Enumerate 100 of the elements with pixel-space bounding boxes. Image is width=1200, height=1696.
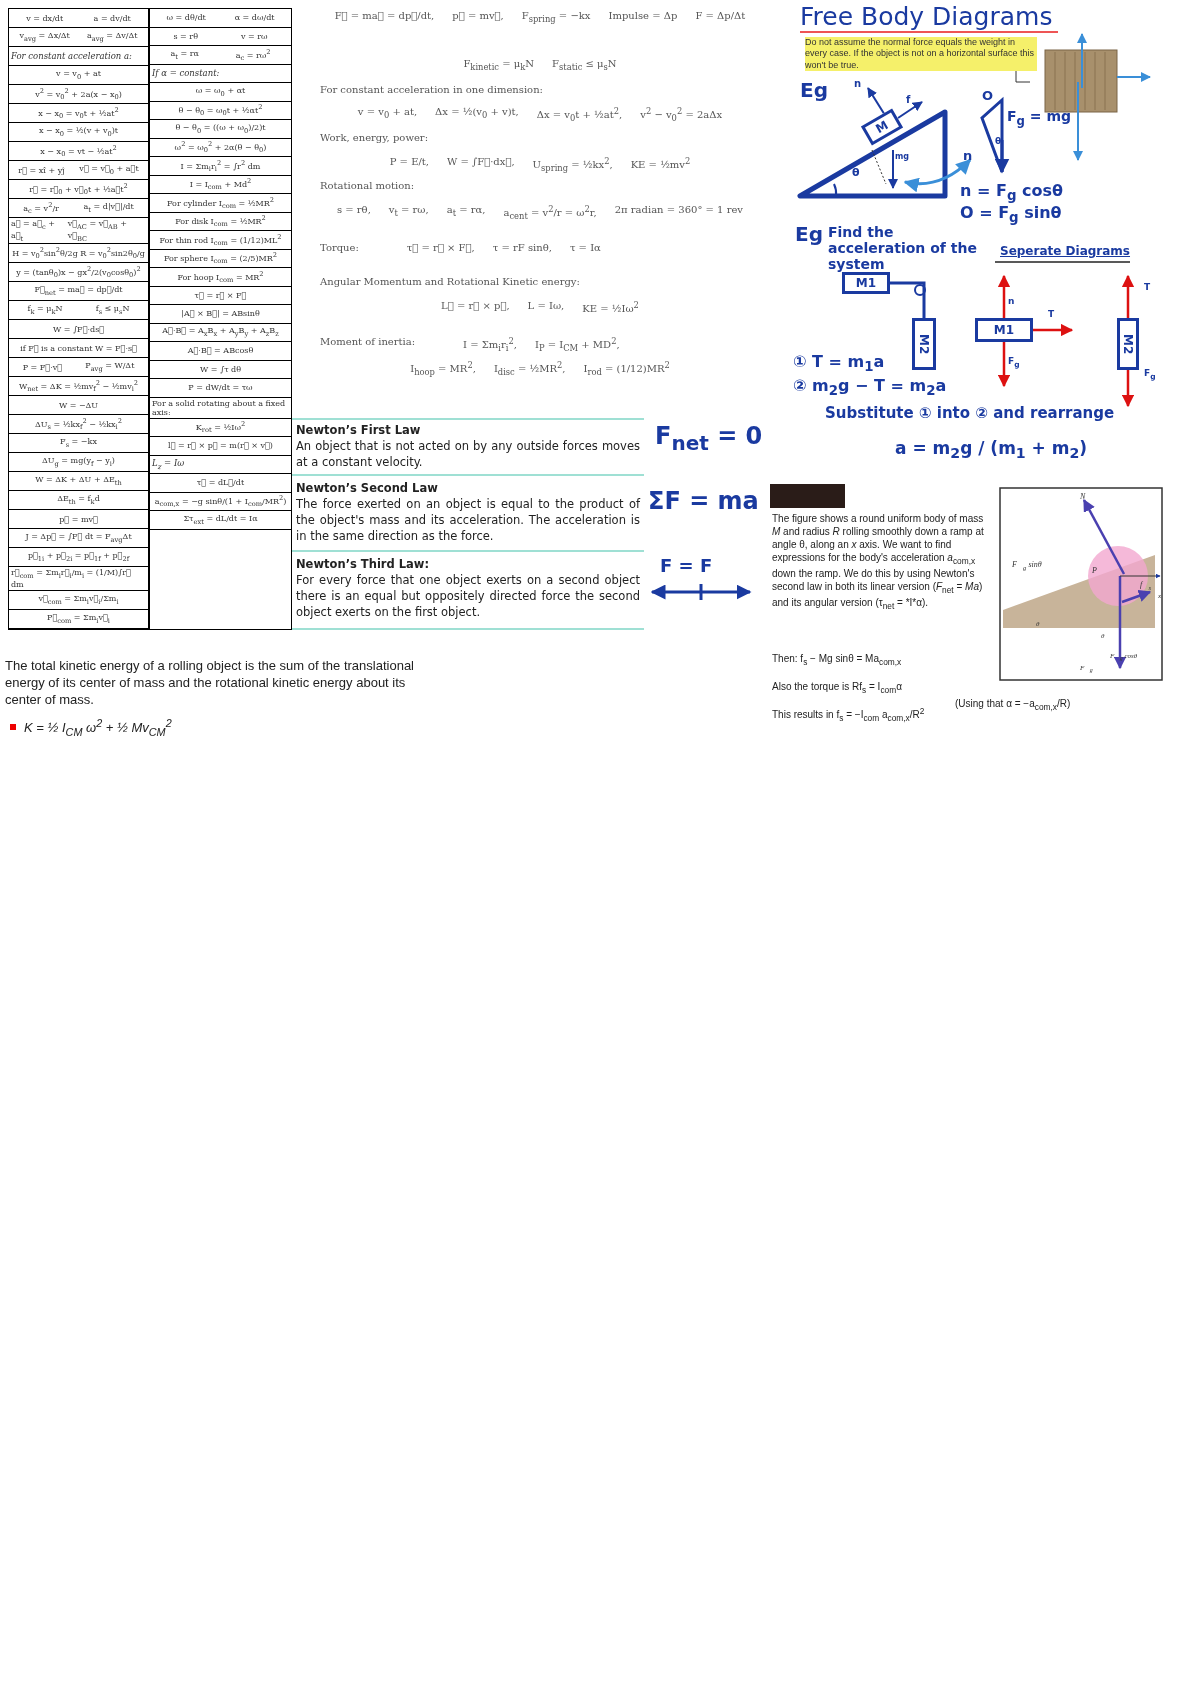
formula: Δx = v$_{0}$t + ½at$^{2}$, <box>536 106 623 124</box>
equation: ① T = m$_{1}$a <box>793 352 885 375</box>
formula: W = −ΔU <box>58 400 99 410</box>
example-label: Eg <box>795 222 823 246</box>
example-text: Find the acceleration of the system <box>828 224 978 272</box>
formula: f$_{s}$ ≤ μ$_{s}$N <box>95 304 130 316</box>
law-heading: Newton’s Second Law <box>296 480 439 497</box>
formula: a$_{c}$ = v$^{2}$/r <box>23 200 59 216</box>
formula: τ⃗ = dL⃗/dt <box>196 478 245 488</box>
formula: v$_{t}$ = rω, <box>388 204 429 220</box>
force-label: O <box>982 88 994 103</box>
formula: J = Δp⃗ = ∫F⃗ dt = F$_{avg}$Δt <box>25 532 132 544</box>
law-panel <box>292 418 644 476</box>
force-label: n <box>963 148 973 163</box>
formula: a$_{cent}$ = v$^{2}$/r = ω$^{2}$r, <box>503 204 597 222</box>
equation: ΣF = ma <box>648 487 759 515</box>
instruction-text: Substitute ① into ② and rearrange <box>825 404 1115 422</box>
section-heading: Work, energy, power: <box>320 132 428 143</box>
formula: v = rω <box>240 31 268 41</box>
paragraph: The figure shows a round uniform body of mass M and radius R rolling smoothly down a ramp at angle θ, along an x axis. We want to find expressions for the body's acceleration a$_{com,x}$ down the ramp. We do this by using Newton's second law in both its linear version (F$_{net}$ = Ma) and its angular version (τ$_{net}$ = *I*α). <box>772 512 985 612</box>
formula: τ = Iα <box>569 242 601 253</box>
section-heading: For constant acceleration in one dimension: <box>320 84 543 95</box>
section-heading: L$_{z}$ = Iω <box>152 457 185 471</box>
formula: F = Δp/Δt <box>695 10 746 23</box>
formula: F$_{static}$ ≤ μ$_{s}$N <box>552 58 617 72</box>
formula: F⃗ = ma⃗ = dp⃗/dt, <box>334 10 435 23</box>
formula: F$_{spring}$ = −kx <box>521 10 591 24</box>
formula: Impulse = Δp <box>608 10 678 23</box>
formula: a$_{t}$ = rα, <box>446 204 486 220</box>
formula: ΔU$_{g}$ = mg(y$_{f}$ − y$_{i}$) <box>42 456 115 468</box>
formula: a$_{t}$ = rα <box>170 48 199 61</box>
section-heading: For constant acceleration a: <box>11 51 132 61</box>
formula: KE = ½Iω$^{2}$ <box>582 300 639 315</box>
formula: I = Σm$_{i}$r$_{i}$$^{2}$ = ∫r$^{2}$ dm <box>180 158 261 173</box>
formula: A⃗·B⃗ = ABcosθ <box>187 346 254 356</box>
section-heading: Angular Momentum and Rotational Kinetic energy: <box>320 276 580 287</box>
formula: s = rθ <box>173 31 198 41</box>
page-title: Free Body Diagrams <box>800 2 1059 33</box>
force-label: T <box>1048 309 1055 319</box>
formula: a$_{c}$ = rω$^{2}$ <box>235 47 271 62</box>
formula: θ − θ$_{0}$ = ((ω + ω$_{0}$)/2)t <box>175 122 266 135</box>
formula: v$^{2}$ = v$_{0}$$^{2}$ + 2a(x − x$_{0}$) <box>35 86 122 102</box>
law-text: The force exerted on an object is equal to the product of the object's mass and its acceleration. The acceleration is in the same direction as the force. <box>296 496 640 545</box>
force-label: n <box>1008 296 1015 306</box>
formula: For a solid rotating about a fixed axis: <box>152 398 287 417</box>
force-label: f <box>906 94 911 105</box>
angle-label: θ <box>852 166 860 179</box>
formula: v = dx/dt <box>26 13 64 23</box>
formula: τ⃗ = r⃗ × F⃗, <box>406 242 475 253</box>
note-text: Do not assume the normal force equals the weight in every case. If the object is not on a horizontal surface this won't be true. <box>805 37 1037 71</box>
equation: n = F$_{g}$ cosθ <box>960 181 1063 204</box>
formula: l⃗ = r⃗ × p⃗ = m(r⃗ × v⃗) <box>168 441 273 451</box>
formula: W = ∫F⃗·ds⃗ <box>52 324 105 334</box>
formula: v = v$_{0}$ + at, <box>357 106 418 122</box>
section-heading: If α = constant: <box>152 68 220 79</box>
formula: ΔE$_{th}$ = f$_{k}$d <box>57 494 100 506</box>
formula: I$_{rod}$ = (1/12)MR$^{2}$ <box>583 360 670 378</box>
formula: v$^{2}$ − v$_{0}$$^{2}$ = 2aΔx <box>640 106 723 124</box>
formula: 2π radian = 360° = 1 rev <box>614 204 743 217</box>
equation: O = F$_{g}$ sinθ <box>960 203 1062 226</box>
formula: I$_{disc}$ = ½MR$^{2}$, <box>493 360 566 378</box>
formula: KE = ½mv$^{2}$ <box>630 156 691 173</box>
formula: x − x$_{0}$ = ½(v + v$_{0}$)t <box>38 126 119 138</box>
formula: R = v$_{0}$$^{2}$sin2θ$_{0}$/g <box>80 246 145 261</box>
formula: p⃗ = mv⃗ <box>59 514 98 524</box>
example-label: Eg <box>800 78 828 102</box>
formula: a$_{avg}$ = Δv/Δt <box>86 31 138 43</box>
formula: A⃗·B⃗ = A$_{x}$B$_{x}$ + A$_{y}$B$_{y}$ + A$_{z}$B$_{z}$ <box>162 326 279 339</box>
equation: Then: f$_{s}$ − Mg sinθ = Ma$_{com,x}$ <box>772 652 903 668</box>
formula: ω = ω$_{0}$ + αt <box>195 85 246 98</box>
force-label: mg <box>895 152 910 161</box>
formula: y = (tanθ$_{0}$)x − gx$^{2}$/2(v$_{0}$cosθ$_{0}$)$^{2}$ <box>16 265 141 280</box>
formula: For thin rod I$_{com}$ = (1/12)ML$^{2}$ <box>159 232 282 247</box>
mass-block: M2 <box>1117 318 1139 370</box>
formula: v⃗$_{AC}$ = v⃗$_{AB}$ + v⃗$_{BC}$ <box>67 219 128 243</box>
section-heading: Torque: <box>320 242 359 253</box>
formula: v⃗$_{com}$ = Σm$_{i}$v⃗$_{i}$/Σm$_{i}$ <box>38 594 119 606</box>
formula: v⃗ = v⃗$_{0}$ + a⃗t <box>79 164 139 176</box>
formula: |A⃗ × B⃗| = ABsinθ <box>181 309 260 319</box>
formula: H = v$_{0}$$^{2}$sin$^{2}$θ/2g <box>12 246 78 261</box>
formula: For sphere I$_{com}$ = (2/5)MR$^{2}$ <box>163 251 278 266</box>
equation: This results in f$_{s}$ = −I$_{com}$ a$_{com,x}$/R$^{2}$ <box>772 706 926 725</box>
formula: r⃗ = xî + yĵ <box>18 165 65 175</box>
formula: I = Σm$_{i}$r$_{i}$$^{2}$, <box>463 336 517 354</box>
formula: a$_{t}$ = d|v⃗|/dt <box>83 202 134 214</box>
formula: p⃗ = mv⃗, <box>452 10 504 23</box>
formula: τ⃗ = r⃗ × F⃗ <box>194 290 247 300</box>
force-label: f⃗$_{s}$ <box>1140 580 1152 591</box>
formula: F$_{s}$ = −kx <box>60 437 97 449</box>
mass-block: M2 <box>912 318 936 370</box>
equation: ② m$_{2}$g − T = m$_{2}$a <box>793 376 947 399</box>
equation: Also the torque is Rf$_{s}$ = I$_{com}$α <box>772 680 903 696</box>
formula: f$_{k}$ = μ$_{k}$N <box>27 304 63 316</box>
rope-line <box>890 281 926 318</box>
force-label: N⃗ <box>1080 492 1092 501</box>
formula: a$_{com,x}$ = −g sinθ/(1 + I$_{com}$/MR$^{2}$) <box>154 494 287 509</box>
formula: W = ΔK + ΔU + ΔE$_{th}$ <box>35 475 122 487</box>
formula: For hoop I$_{com}$ = MR$^{2}$ <box>177 269 264 284</box>
formula: v = v$_{0}$ + at <box>56 69 101 81</box>
formula: W = ∫τ dθ <box>199 364 242 374</box>
